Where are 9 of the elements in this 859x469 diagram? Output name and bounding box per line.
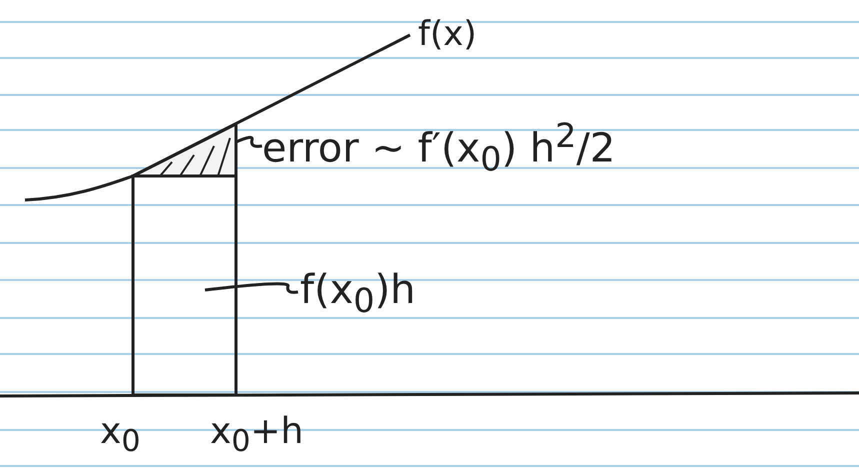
- function-label: f(x): [418, 16, 477, 54]
- leader-line: [204, 282, 298, 294]
- axis-label: x$_{0}$+h: [210, 412, 304, 458]
- axis-label: x$_{0}$: [100, 412, 140, 458]
- area-rectangle: [132, 174, 238, 396]
- leader-line: [235, 136, 262, 148]
- hatched-error-triangle: [132, 122, 238, 178]
- error-annotation: error ~ f′(x$_{0}$) h$^{2}$/2: [262, 118, 616, 178]
- area-annotation: f(x$_{0}$)h: [300, 268, 416, 320]
